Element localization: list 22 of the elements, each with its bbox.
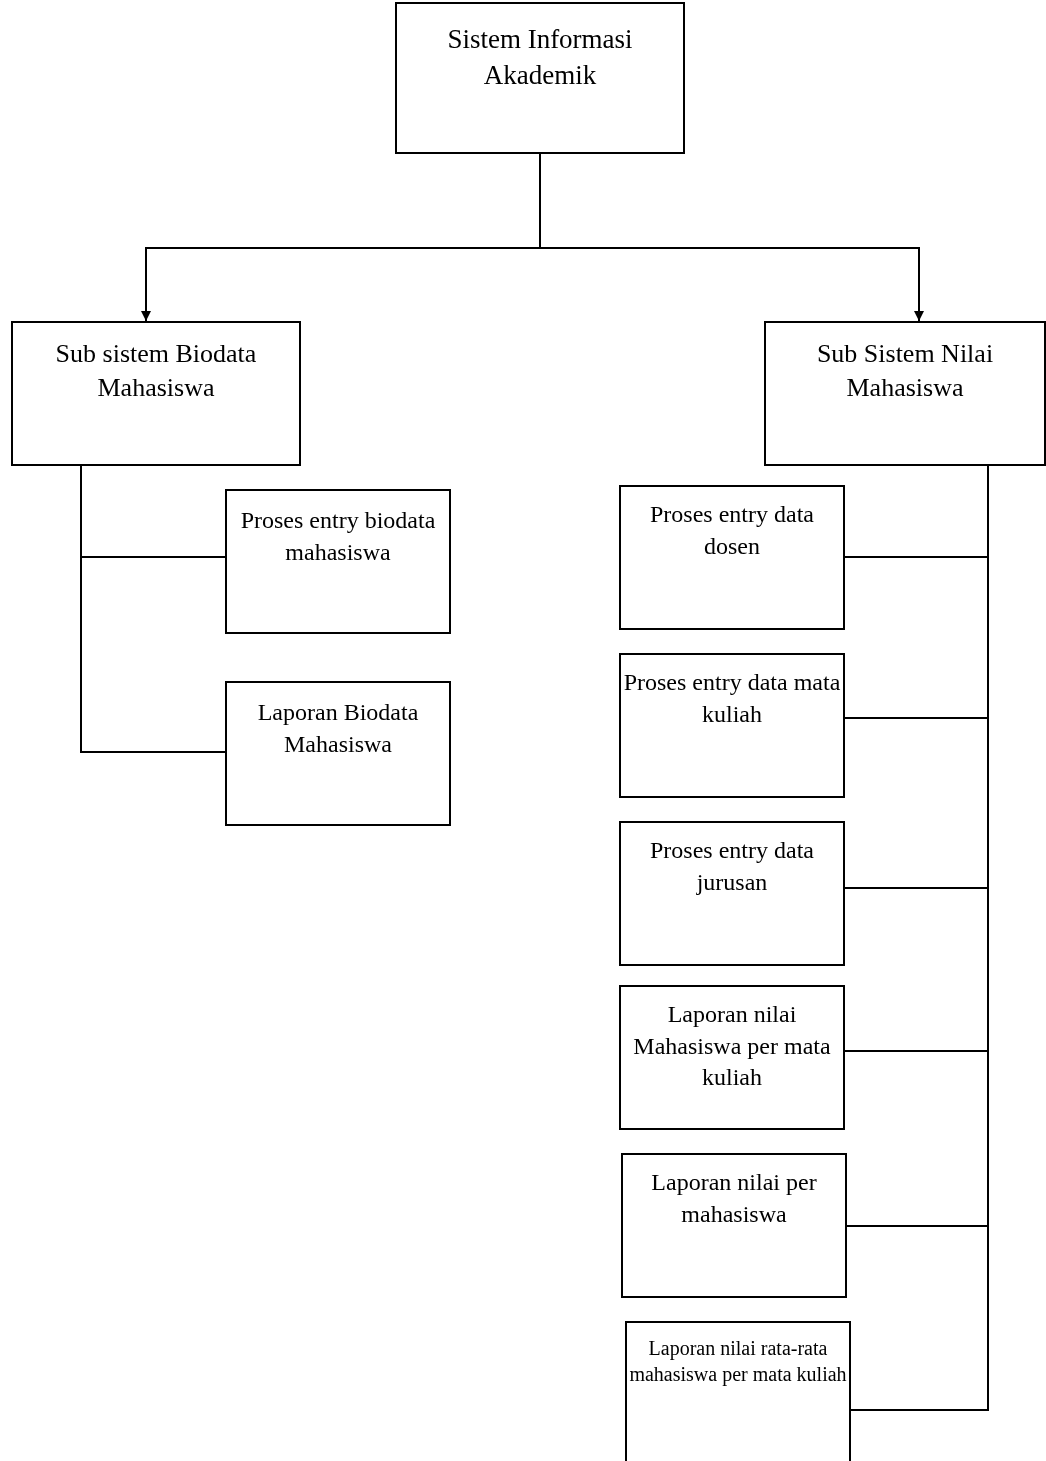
process-box (619, 985, 845, 1130)
box-label: Proses entry data mata kuliah (622, 668, 842, 729)
process-box (621, 1153, 847, 1298)
process-box (764, 321, 1046, 466)
box-label: Sub Sistem Nilai Mahasiswa (815, 338, 995, 405)
box-label: Sistem Informasi Akademik (446, 23, 634, 92)
process-box (395, 2, 685, 154)
process-box (625, 1321, 851, 1461)
process-box (11, 321, 301, 466)
process-box (225, 681, 451, 826)
box-label: Proses entry biodata mahasiswa (239, 506, 437, 567)
box-label: Sub sistem Biodata Mahasiswa (54, 338, 258, 405)
box-label: Laporan Biodata Mahasiswa (256, 698, 420, 759)
process-box (619, 821, 845, 966)
box-label: Laporan nilai rata-rata mahasiswa per mata kuliah (628, 1336, 848, 1388)
box-label: Laporan nilai Mahasiswa per mata kuliah (632, 1000, 832, 1093)
process-box (619, 485, 845, 630)
process-box (225, 489, 451, 634)
process-box (619, 653, 845, 798)
box-label: Proses entry data jurusan (649, 836, 815, 897)
box-label: Proses entry data dosen (649, 500, 815, 561)
box-label: Laporan nilai per mahasiswa (650, 1168, 818, 1229)
